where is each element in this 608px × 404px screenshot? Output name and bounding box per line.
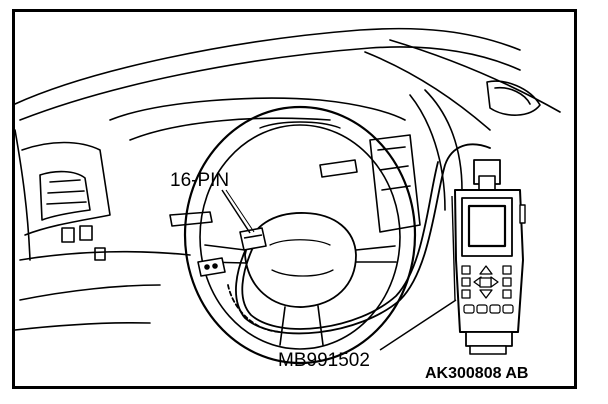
connector-plug (197, 227, 267, 277)
figure-code: AK300808 AB (425, 365, 528, 382)
tool-leader-line (379, 299, 457, 351)
figure-frame (12, 9, 577, 389)
connector-leader-line-2 (225, 189, 255, 233)
connector-leader-line (221, 189, 251, 234)
tool-cable (227, 143, 491, 335)
scan-tool-screen (467, 204, 507, 248)
tool-label: MB991502 (278, 350, 370, 371)
dashboard-drawing (14, 27, 561, 331)
connector-label: 16-PIN (170, 170, 229, 191)
steering-wheel-drawing (183, 105, 417, 365)
scan-tool-device (451, 159, 526, 355)
